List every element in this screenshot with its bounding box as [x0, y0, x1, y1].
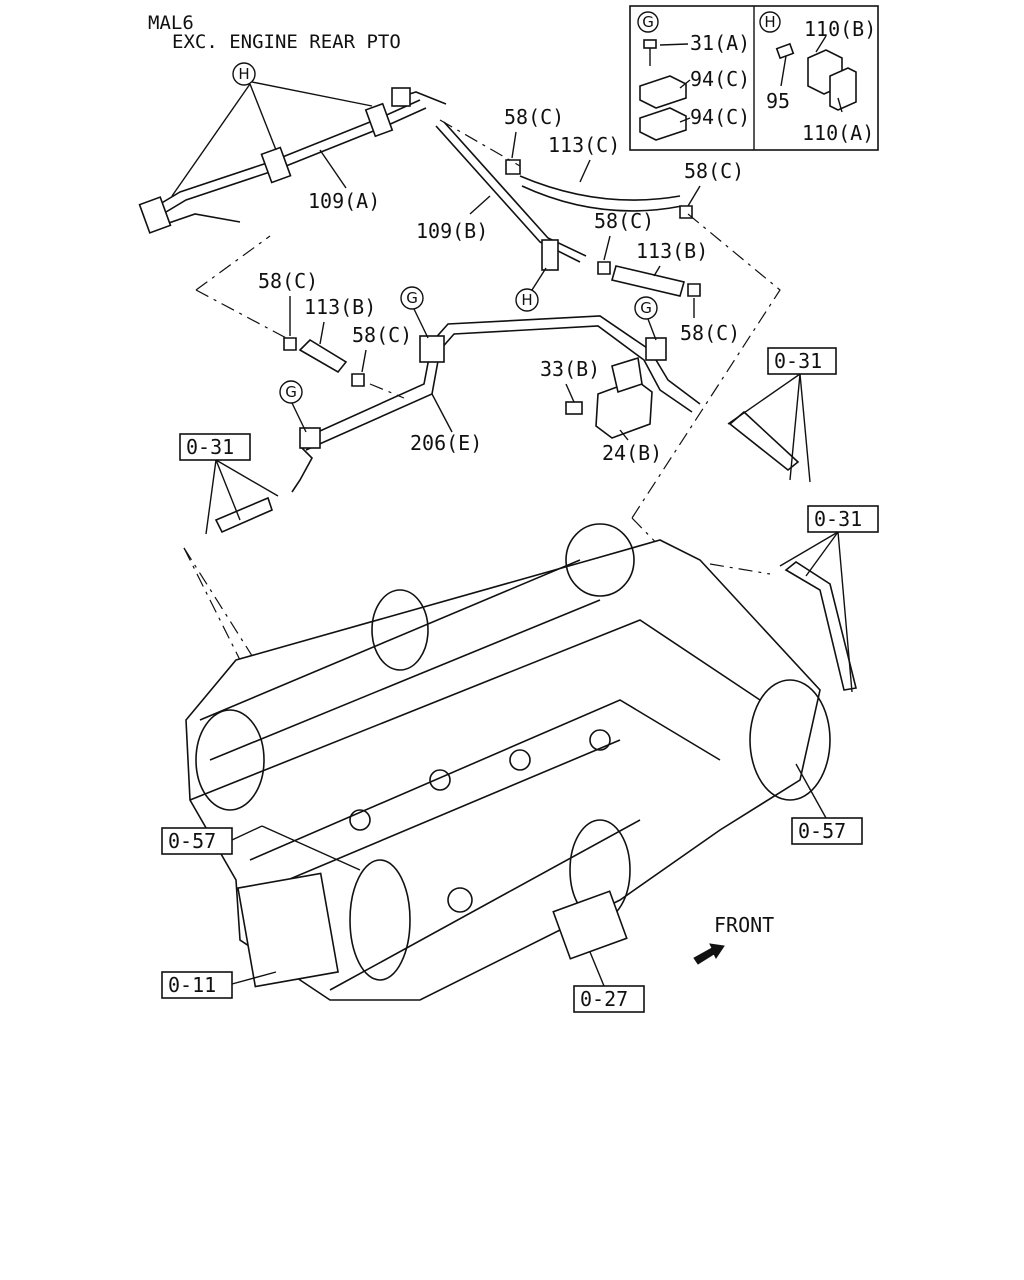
label-58c-1: 58(C): [504, 105, 564, 129]
svg-text:0-31: 0-31: [774, 349, 822, 373]
inset-clamp-upper-icon: [639, 75, 687, 109]
hose-113b-right: [611, 265, 685, 297]
ref-box-011[interactable]: 0-11: [161, 971, 233, 999]
inset-label-110a: 110(A): [802, 121, 874, 145]
hose-113c: [519, 175, 681, 201]
svg-text:0-27: 0-27: [580, 987, 628, 1011]
hose-113b-left: [298, 338, 348, 374]
label-113c: 113(C): [548, 133, 620, 157]
pipe-109a: [138, 87, 447, 234]
pipe-109b: [435, 121, 587, 271]
inset-clamp-bottom-icon: [829, 67, 857, 111]
clamp-58c-icon: [687, 283, 701, 297]
hose-031-left: [214, 496, 273, 534]
label-58c-6: 58(C): [352, 323, 412, 347]
svg-text:H: H: [764, 13, 775, 31]
label-113b-1: 113(B): [636, 239, 708, 263]
svg-text:0-57: 0-57: [798, 819, 846, 843]
label-58c-3: 58(C): [594, 209, 654, 233]
svg-text:G: G: [642, 13, 654, 31]
bolt-33b-icon: [565, 401, 583, 415]
marker-g-2: G: [634, 296, 658, 341]
ref-box-031-a[interactable]: 0-31: [767, 347, 837, 375]
inset-bolt-icon: [643, 39, 657, 66]
hose-031-lower-right: [784, 561, 857, 691]
inset-h-marker: H: [759, 11, 781, 33]
inset-clamp-lower-icon: [639, 107, 687, 141]
svg-text:H: H: [521, 291, 532, 309]
svg-text:0-31: 0-31: [186, 435, 234, 459]
label-109b: 109(B): [416, 219, 488, 243]
marker-h-top: H: [171, 62, 373, 197]
svg-text:G: G: [640, 299, 652, 317]
svg-text:0-31: 0-31: [814, 507, 862, 531]
inset-label-95: 95: [766, 89, 790, 113]
clamp-58c-icon: [283, 337, 297, 351]
clamp-58c-icon: [351, 373, 365, 387]
inset-label-94c-2: 94(C): [690, 105, 750, 129]
marker-g-3: G: [279, 380, 307, 433]
svg-text:0-11: 0-11: [168, 973, 216, 997]
front-label: FRONT: [714, 913, 774, 937]
ref-box-057-a[interactable]: 0-57: [161, 827, 233, 855]
inset-label-110b: 110(B): [804, 17, 876, 41]
inset-label-94c-1: 94(C): [690, 67, 750, 91]
header-subtitle: EXC. ENGINE REAR PTO: [172, 31, 401, 53]
engine-assembly: [185, 523, 831, 1001]
hose-031-upper-right: [728, 410, 800, 472]
ref-box-057-b[interactable]: 0-57: [791, 817, 863, 845]
label-58c-4: 58(C): [680, 321, 740, 345]
svg-text:G: G: [406, 289, 418, 307]
clamp-58c-icon: [505, 159, 521, 175]
pipe-206e: [291, 315, 701, 493]
label-24b: 24(B): [602, 441, 662, 465]
ref-box-031-b[interactable]: 0-31: [179, 433, 251, 461]
label-58c-2: 58(C): [684, 159, 744, 183]
svg-text:H: H: [238, 65, 249, 83]
inset-label-31a: 31(A): [690, 31, 750, 55]
clamp-58c-icon: [597, 261, 611, 275]
marker-h-mid: H: [515, 267, 547, 312]
marker-g-1: G: [400, 286, 429, 339]
label-58c-5: 58(C): [258, 269, 318, 293]
inset-g-marker: G: [637, 11, 659, 33]
front-arrow-icon: [693, 943, 725, 965]
label-206e: 206(E): [410, 431, 482, 455]
svg-text:G: G: [285, 383, 297, 401]
label-113b-2: 113(B): [304, 295, 376, 319]
label-33b: 33(B): [540, 357, 600, 381]
label-109a: 109(A): [308, 189, 380, 213]
ref-box-027[interactable]: 0-27: [573, 985, 645, 1013]
ref-box-031-c[interactable]: 0-31: [807, 505, 879, 533]
inset-screw-icon: [775, 42, 795, 87]
model-code: MAL6: [148, 12, 194, 34]
inset-box: G H 31(A) 94(C) 94(C) 110(B) 95 110(A): [629, 5, 879, 151]
svg-text:0-57: 0-57: [168, 829, 216, 853]
